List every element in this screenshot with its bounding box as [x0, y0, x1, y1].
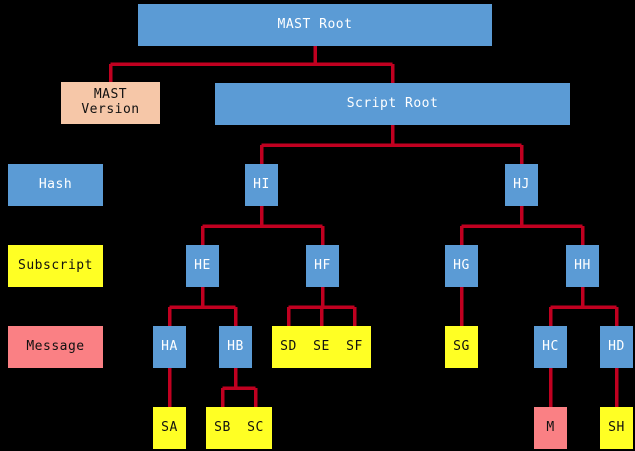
node-hb: HB — [219, 326, 252, 368]
node-sd: SD — [272, 326, 305, 368]
node-sb: SB — [206, 407, 239, 449]
node-hf: HF — [306, 245, 339, 287]
node-hi: HI — [245, 164, 278, 206]
node-sc: SC — [239, 407, 272, 449]
node-hg: HG — [445, 245, 478, 287]
node-hd: HD — [600, 326, 633, 368]
node-m: M — [534, 407, 567, 449]
node-sg: SG — [445, 326, 478, 368]
node-he: HE — [186, 245, 219, 287]
node-mast-root: MAST Root — [138, 4, 492, 46]
node-hc: HC — [534, 326, 567, 368]
node-mast-version: MAST Version — [61, 82, 160, 124]
node-sf: SF — [338, 326, 371, 368]
node-hh: HH — [566, 245, 599, 287]
node-sa: SA — [153, 407, 186, 449]
node-se: SE — [305, 326, 338, 368]
node-ha: HA — [153, 326, 186, 368]
node-script-root: Script Root — [215, 83, 570, 125]
legend-swatch-legend-subscript: Subscript — [8, 245, 103, 287]
legend-swatch-legend-hash: Hash — [8, 164, 103, 206]
node-sh: SH — [600, 407, 633, 449]
node-hj: HJ — [505, 164, 538, 206]
legend-swatch-legend-message: Message — [8, 326, 103, 368]
